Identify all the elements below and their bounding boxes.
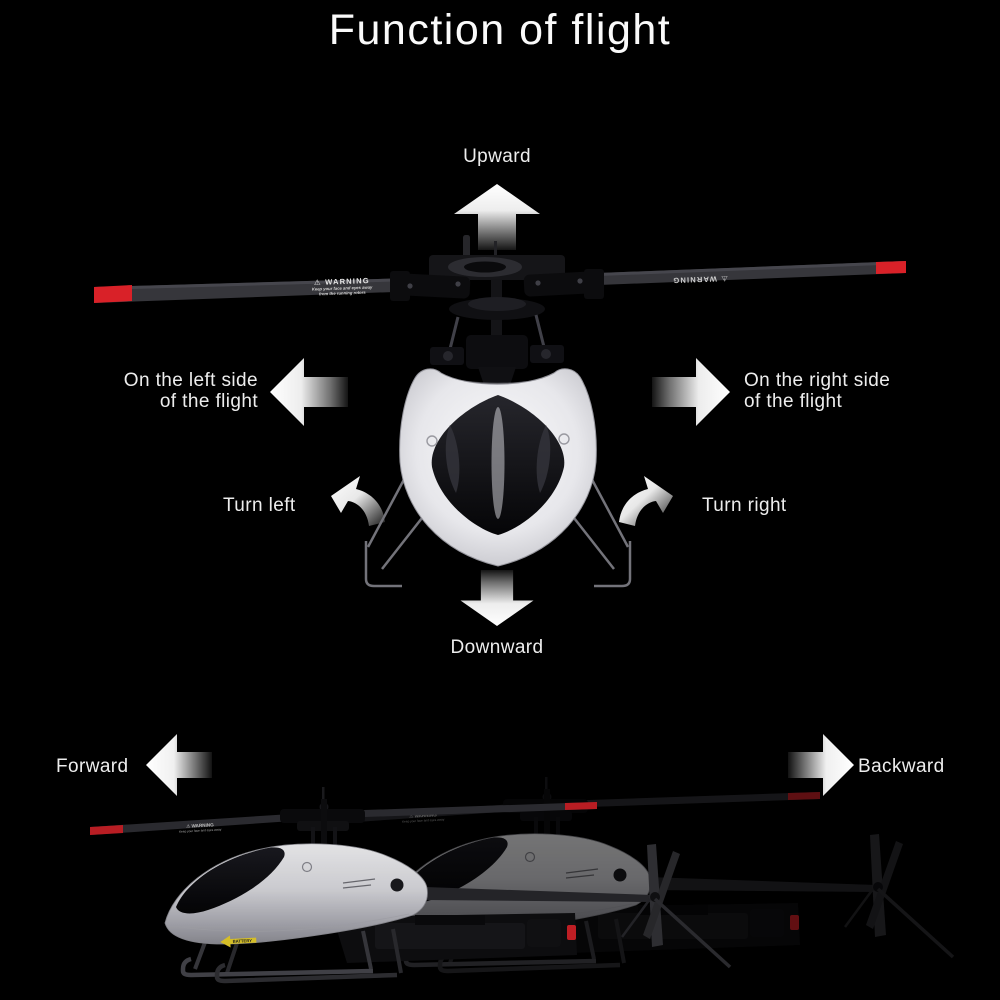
turn-left-arrow-icon	[331, 476, 385, 526]
rotor-head	[390, 235, 604, 385]
main-blade-right: ⚠ WARNING	[548, 261, 906, 287]
blade-warning-title: ⚠ WARNING	[314, 276, 370, 287]
blade-warning-line2: from the running rotors	[319, 290, 367, 297]
page-title: Function of flight	[328, 6, 672, 54]
left-side-label: On the left side of the flight	[40, 370, 258, 412]
forward-arrow-icon	[146, 734, 212, 796]
forward-label: Forward	[56, 756, 129, 777]
left-side-label-line2: of the flight	[159, 391, 258, 412]
backward-label: Backward	[858, 756, 945, 777]
helicopter-side-view-pair: ⚠ WARNING Keep your face and eyes away	[0, 700, 1000, 1000]
turn-right-label: Turn right	[702, 495, 787, 516]
downward-label: Downward	[450, 637, 544, 658]
canopy-front	[399, 368, 597, 567]
upward-label: Upward	[463, 146, 531, 167]
right-side-arrow-icon	[652, 358, 730, 426]
blade-warning-mirrored: ⚠ WARNING	[672, 274, 728, 285]
turn-right-arrow-icon	[619, 476, 673, 526]
right-side-label: On the right side of the flight	[744, 370, 964, 412]
upward-arrow-icon	[454, 184, 540, 250]
blade-warning-line1: Keep your face and eyes away	[312, 285, 373, 292]
backward-arrow-icon	[788, 734, 854, 796]
downward-arrow-icon	[460, 570, 534, 626]
helicopter-front-view: ⚠ WARNING Keep your face and eyes away f…	[94, 235, 906, 588]
left-side-label-line1: On the left side	[123, 370, 258, 391]
main-blade-left: ⚠ WARNING Keep your face and eyes away f…	[94, 276, 448, 303]
left-side-arrow-icon	[270, 358, 348, 426]
right-side-label-line1: On the right side	[744, 370, 891, 391]
turn-left-label: Turn left	[223, 495, 296, 516]
right-side-label-line2: of the flight	[744, 391, 843, 412]
